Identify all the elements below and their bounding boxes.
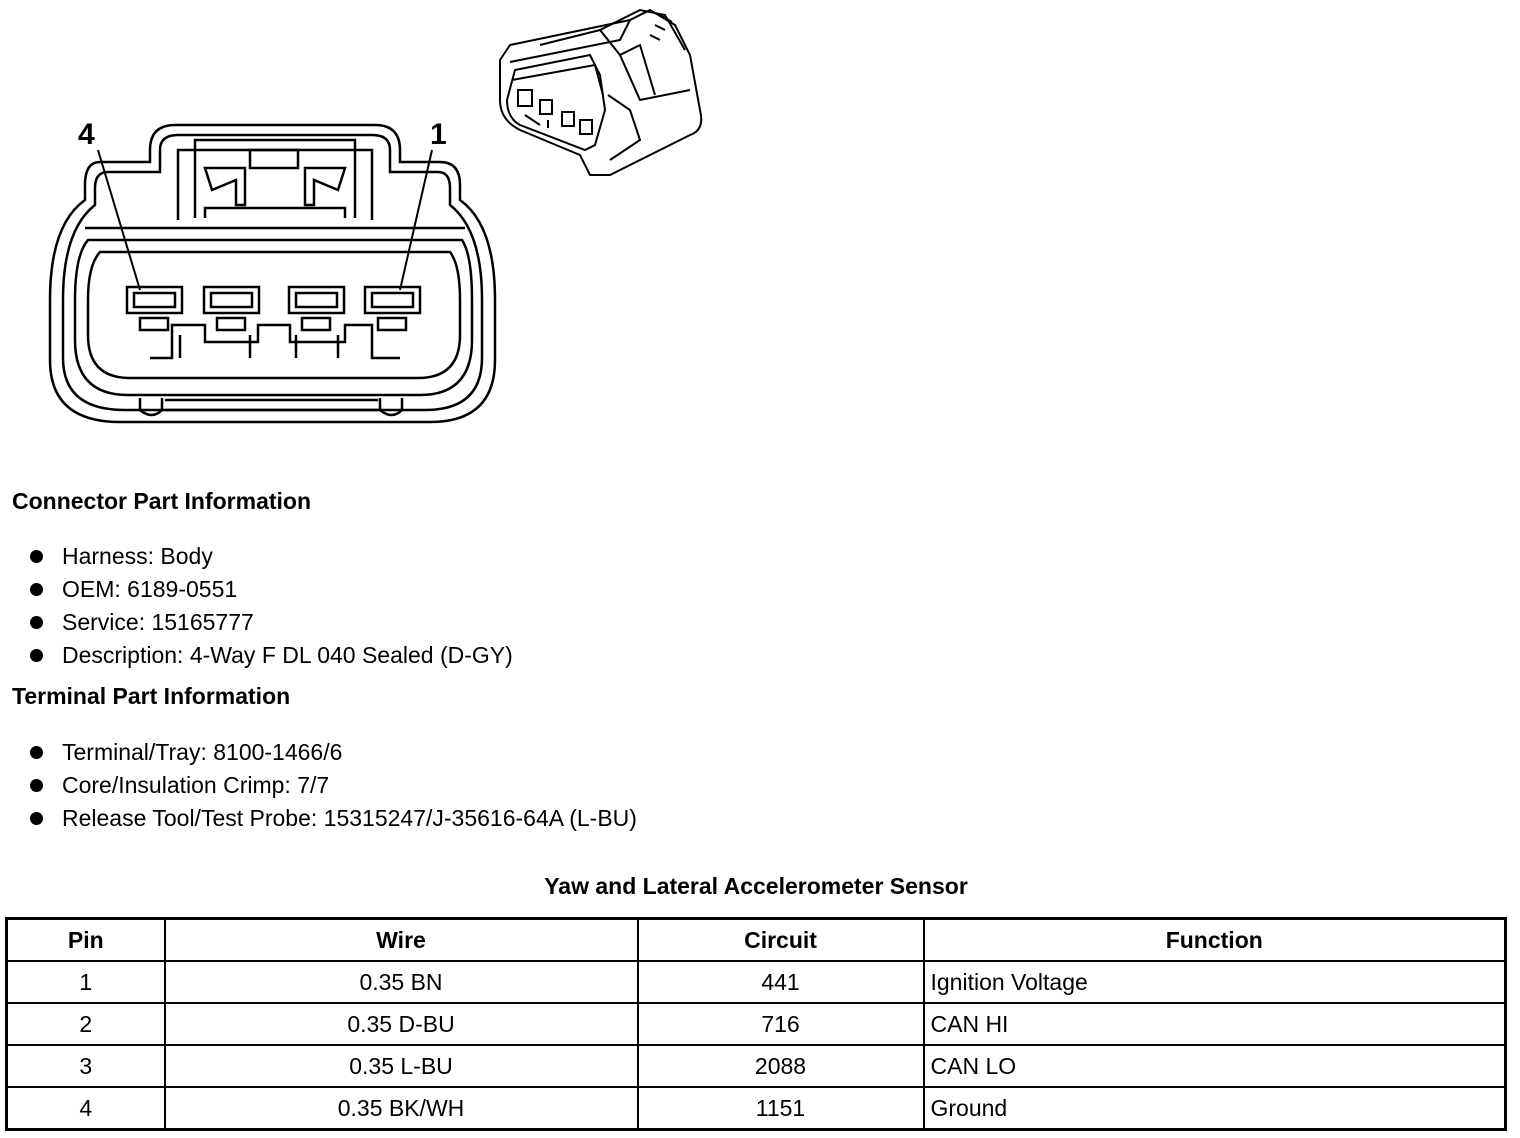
table-row: 4 0.35 BK/WH 1151 Ground bbox=[5, 1086, 1507, 1131]
function-cell: CAN LO bbox=[922, 1044, 1507, 1088]
function-cell: Ground bbox=[922, 1086, 1507, 1131]
circuit-cell: 2088 bbox=[636, 1044, 925, 1088]
column-header-wire: Wire bbox=[163, 917, 639, 962]
bullet-icon bbox=[30, 583, 43, 596]
table-row: 2 0.35 D-BU 716 CAN HI bbox=[5, 1002, 1507, 1046]
bullet-icon bbox=[30, 550, 43, 563]
list-item: Core/Insulation Crimp: 7/7 bbox=[30, 769, 637, 802]
connector-part-heading: Connector Part Information bbox=[12, 488, 312, 514]
connector-isometric-image bbox=[499, 8, 703, 176]
terminal-part-heading: Terminal Part Information bbox=[12, 683, 291, 709]
list-item: OEM: 6189-0551 bbox=[30, 573, 513, 606]
list-item: Terminal/Tray: 8100-1466/6 bbox=[30, 736, 637, 769]
column-header-circuit: Circuit bbox=[636, 917, 925, 962]
bullet-icon bbox=[30, 746, 43, 759]
list-item: Service: 15165777 bbox=[30, 606, 513, 639]
circuit-cell: 441 bbox=[636, 960, 925, 1004]
pin-cell: 1 bbox=[5, 960, 166, 1004]
connector-part-list: Harness: Body OEM: 6189-0551 Service: 15… bbox=[30, 540, 513, 672]
pin-4-label: 4 bbox=[78, 118, 95, 151]
table-row: 3 0.35 L-BU 2088 CAN LO bbox=[5, 1044, 1507, 1088]
wire-cell: 0.35 BN bbox=[163, 960, 639, 1004]
list-item: Description: 4-Way F DL 040 Sealed (D-GY… bbox=[30, 639, 513, 672]
bullet-icon bbox=[30, 812, 43, 825]
wire-cell: 0.35 L-BU bbox=[163, 1044, 639, 1088]
bullet-icon bbox=[30, 616, 43, 629]
circuit-cell: 716 bbox=[636, 1002, 925, 1046]
table-row: 1 0.35 BN 441 Ignition Voltage bbox=[5, 960, 1507, 1004]
pin-cell: 2 bbox=[5, 1002, 166, 1046]
table-header-row: Pin Wire Circuit Function bbox=[5, 917, 1507, 962]
pin-cell: 4 bbox=[5, 1086, 166, 1131]
wire-cell: 0.35 D-BU bbox=[163, 1002, 639, 1046]
function-cell: CAN HI bbox=[922, 1002, 1507, 1046]
list-item: Harness: Body bbox=[30, 540, 513, 573]
pin-1-label: 1 bbox=[430, 118, 447, 151]
bullet-icon bbox=[30, 779, 43, 792]
circuit-cell: 1151 bbox=[636, 1086, 925, 1131]
table-title: Yaw and Lateral Accelerometer Sensor bbox=[544, 873, 968, 899]
column-header-function: Function bbox=[922, 917, 1507, 962]
bullet-icon bbox=[30, 649, 43, 662]
pin-cell: 3 bbox=[5, 1044, 166, 1088]
list-item: Release Tool/Test Probe: 15315247/J-3561… bbox=[30, 802, 637, 835]
column-header-pin: Pin bbox=[5, 917, 166, 962]
wire-cell: 0.35 BK/WH bbox=[163, 1086, 639, 1131]
function-cell: Ignition Voltage bbox=[922, 960, 1507, 1004]
pinout-table: Pin Wire Circuit Function 1 0.35 BN 441 … bbox=[5, 917, 1507, 1131]
terminal-part-list: Terminal/Tray: 8100-1466/6 Core/Insulati… bbox=[30, 736, 637, 835]
connector-face-diagram bbox=[48, 123, 497, 424]
